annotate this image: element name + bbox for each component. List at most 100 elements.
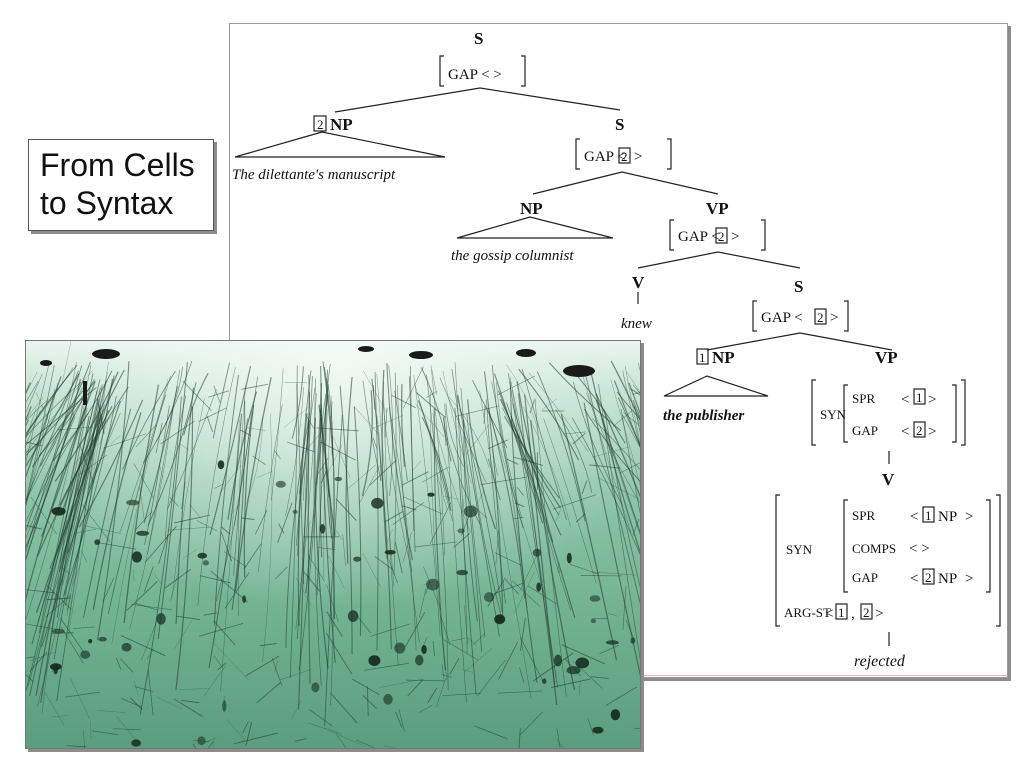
avm-spr-tag: 1 xyxy=(916,390,923,405)
avm-gap-tag: 2 xyxy=(916,423,923,438)
tag-box xyxy=(913,421,926,438)
np2-phrase: the gossip columnist xyxy=(451,248,574,264)
avm-spr: SPR xyxy=(852,391,875,406)
syntax-tree: S GAP < > 2 NP The dilettante's manuscri… xyxy=(232,29,1001,670)
neuron-image xyxy=(26,341,640,748)
angle-close: > xyxy=(928,392,936,408)
angle-open: < xyxy=(901,424,909,440)
gap-s3: GAP < xyxy=(761,310,803,326)
gap-s2: GAP < xyxy=(584,149,626,165)
avm2-comps: COMPS xyxy=(852,541,896,556)
avm2-argst: ARG-ST xyxy=(784,605,831,620)
bracket-left xyxy=(752,300,757,332)
branch-s2-np xyxy=(532,171,623,195)
argst-tag1: 1 xyxy=(838,605,845,620)
gap-vp1-close: > xyxy=(731,229,739,245)
title-box: From Cells to Syntax xyxy=(28,139,214,231)
neuron-micrograph xyxy=(25,340,641,749)
gap-root: GAP < > xyxy=(448,67,502,83)
bracket-left xyxy=(843,499,848,593)
tag-box xyxy=(715,227,728,244)
node-vp2: VP xyxy=(875,348,898,367)
np1-tag: 2 xyxy=(317,117,324,132)
avm2-gap-np: NP xyxy=(938,571,957,587)
tissue-debris xyxy=(40,346,595,405)
gap-vp1-tag: 2 xyxy=(718,229,725,244)
node-vp1: VP xyxy=(706,199,729,218)
angle-open: < xyxy=(910,509,918,525)
tag-box xyxy=(696,348,709,365)
node-np3: NP xyxy=(712,348,735,367)
bracket-right xyxy=(961,379,966,446)
tag-box xyxy=(922,506,935,523)
bracket-left xyxy=(669,219,674,251)
tag-box xyxy=(860,603,873,620)
tag-box xyxy=(618,147,631,164)
branch-vp1-v xyxy=(637,251,719,269)
title-line-1: From Cells xyxy=(40,147,195,183)
branch-root-s xyxy=(479,87,621,111)
avm2-spr-np: NP xyxy=(938,509,957,525)
angle-open: < xyxy=(901,392,909,408)
avm2-syn: SYN xyxy=(786,542,813,557)
bracket-left xyxy=(811,379,816,446)
node-np2: NP xyxy=(520,199,543,218)
bracket-right xyxy=(844,300,849,332)
np2-triangle xyxy=(456,216,614,239)
np3-triangle xyxy=(663,375,769,397)
argst-tag2: 2 xyxy=(863,605,870,620)
tag-box xyxy=(313,115,327,132)
gap-s3-close: > xyxy=(830,310,838,326)
title-line-2: to Syntax xyxy=(40,185,174,221)
final-word: rejected xyxy=(854,653,906,670)
avm2-spr: SPR xyxy=(852,508,875,523)
branch-vp1-s xyxy=(717,251,801,269)
avm2-comps-val: < > xyxy=(909,541,930,557)
avm2-gap: GAP xyxy=(852,570,878,585)
bracket-left xyxy=(843,384,848,443)
bracket-right xyxy=(521,55,526,87)
bracket-left xyxy=(575,138,580,170)
tag-box xyxy=(835,603,848,620)
node-s-root: S xyxy=(474,29,483,48)
angle-close: > xyxy=(965,509,973,525)
angle-close: > xyxy=(965,571,973,587)
bracket-right xyxy=(952,384,957,443)
node-v1: V xyxy=(632,273,645,292)
angle-open: < xyxy=(910,571,918,587)
bracket-right xyxy=(996,494,1001,627)
gap-vp1: GAP < xyxy=(678,229,720,245)
np1-phrase: The dilettante's manuscript xyxy=(232,167,396,183)
gap-s2-close: > xyxy=(634,149,642,165)
angle-close: > xyxy=(928,424,936,440)
node-v2: V xyxy=(882,470,895,489)
branch-s3-np xyxy=(706,332,801,351)
branch-s3-vp xyxy=(799,332,893,351)
gap-s2-tag: 2 xyxy=(621,149,628,164)
comma: , xyxy=(851,606,855,622)
branch-root-np xyxy=(334,87,481,113)
bracket-right xyxy=(986,499,991,593)
bracket-right xyxy=(761,219,766,251)
bracket-left xyxy=(439,55,444,87)
np3-tag: 1 xyxy=(699,350,706,365)
tag-box xyxy=(913,388,926,405)
tag-box xyxy=(814,308,827,325)
np3-phrase: the publisher xyxy=(663,408,744,424)
node-s2: S xyxy=(615,115,624,134)
bracket-left xyxy=(775,494,780,627)
avm-syn: SYN xyxy=(820,407,847,422)
branch-s2-vp xyxy=(621,171,719,195)
np1-triangle xyxy=(234,131,446,158)
avm-gap: GAP xyxy=(852,423,878,438)
gap-s3-tag: 2 xyxy=(817,310,824,325)
node-s3: S xyxy=(794,277,803,296)
node-np1: NP xyxy=(330,115,353,134)
avm2-gap-tag: 2 xyxy=(925,570,932,585)
bracket-right xyxy=(667,138,672,170)
v1-word: knew xyxy=(621,316,652,332)
tag-box xyxy=(922,568,935,585)
angle-open: < xyxy=(825,606,833,622)
avm2-spr-tag: 1 xyxy=(925,508,932,523)
angle-close: > xyxy=(875,606,883,622)
